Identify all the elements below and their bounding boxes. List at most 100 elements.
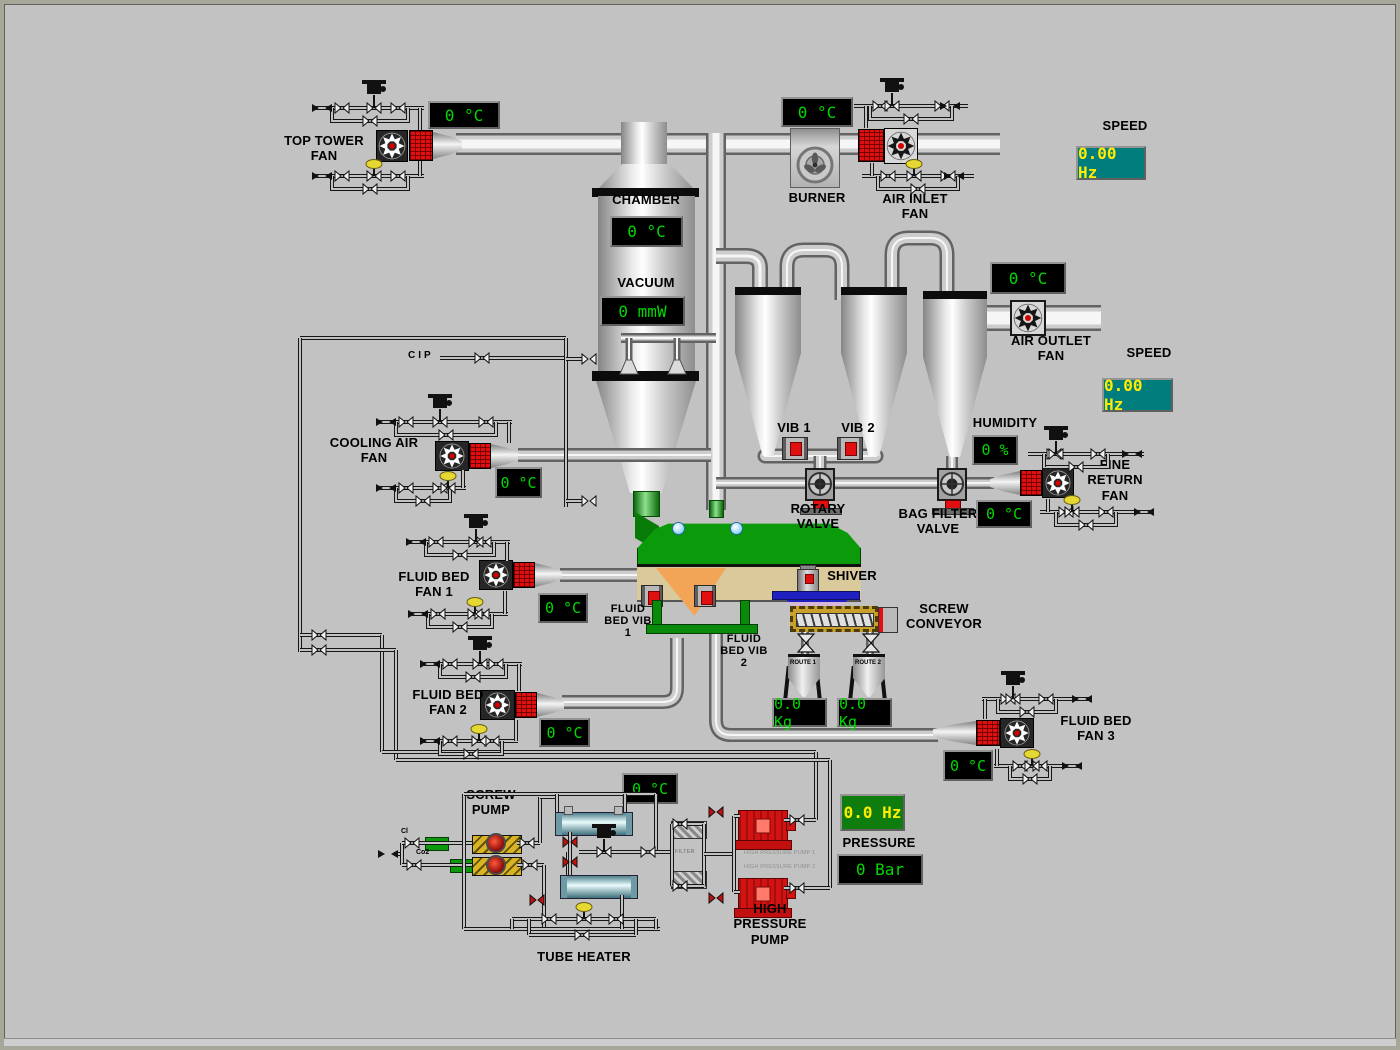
valve-icon[interactable] (440, 481, 456, 495)
valve-icon[interactable] (872, 99, 888, 113)
valve-icon[interactable] (529, 893, 545, 907)
motor-valve-icon[interactable] (464, 514, 488, 549)
valve-icon[interactable] (398, 481, 414, 495)
valve-icon[interactable] (1058, 505, 1074, 519)
valve-icon[interactable] (442, 734, 458, 748)
fluid-bed-fan-2-unit[interactable] (480, 690, 564, 720)
valve-icon[interactable] (406, 858, 422, 872)
vib-1-motor[interactable] (782, 437, 808, 460)
valve-icon[interactable] (1048, 447, 1064, 461)
valve-icon[interactable] (311, 643, 327, 657)
valve-icon[interactable] (474, 351, 490, 365)
globe-valve-icon[interactable] (1063, 495, 1081, 519)
valve-icon[interactable] (906, 169, 922, 183)
valve-icon[interactable] (432, 481, 448, 495)
screw-conveyor-motor[interactable] (878, 607, 898, 633)
valve-icon[interactable] (442, 657, 458, 671)
valve-icon[interactable] (398, 415, 414, 429)
air-inlet-fan-unit[interactable] (858, 128, 918, 164)
valve-icon[interactable] (366, 169, 382, 183)
valve-icon[interactable] (1022, 772, 1038, 786)
motor-valve-icon[interactable] (880, 78, 904, 113)
valve-icon[interactable] (471, 734, 487, 748)
valve-icon[interactable] (608, 912, 624, 926)
fluid-bed-vib-2-motor[interactable] (694, 585, 716, 607)
valve-icon[interactable] (467, 607, 483, 621)
valve-icon[interactable] (1000, 692, 1016, 706)
fine-return-fan-unit[interactable] (990, 468, 1074, 498)
valve-icon[interactable] (596, 845, 612, 859)
valve-icon[interactable] (884, 99, 900, 113)
air-outlet-fan-unit[interactable] (1010, 300, 1046, 336)
rotary-valve-device[interactable] (805, 468, 835, 501)
valve-icon[interactable] (488, 657, 504, 671)
valve-icon[interactable] (476, 535, 492, 549)
burner-device[interactable] (790, 128, 840, 188)
valve-icon[interactable] (708, 891, 724, 905)
valve-icon[interactable] (562, 855, 578, 869)
valve-icon[interactable] (334, 101, 350, 115)
valve-icon[interactable] (581, 352, 597, 366)
valve-icon[interactable] (311, 628, 327, 642)
valve-icon[interactable] (519, 836, 535, 850)
high-pressure-pump-2-device[interactable] (738, 878, 788, 910)
valve-icon[interactable] (581, 494, 597, 508)
valve-icon[interactable] (432, 415, 448, 429)
valve-icon[interactable] (438, 428, 454, 442)
valve-icon[interactable] (366, 101, 382, 115)
valve-icon[interactable] (362, 182, 378, 196)
valve-icon[interactable] (390, 169, 406, 183)
globe-valve-icon[interactable] (1023, 749, 1041, 773)
valve-icon[interactable] (1038, 692, 1054, 706)
globe-valve-icon[interactable] (470, 724, 488, 748)
valve-icon[interactable] (362, 114, 378, 128)
valve-icon[interactable] (1005, 692, 1021, 706)
valve-icon[interactable] (708, 805, 724, 819)
fluid-bed-fan-1-unit[interactable] (479, 560, 562, 590)
valve-icon[interactable] (428, 535, 444, 549)
valve-icon[interactable] (880, 169, 896, 183)
butterfly-valve-icon[interactable] (796, 633, 816, 653)
motor-valve-icon[interactable] (362, 80, 386, 115)
valve-icon[interactable] (468, 535, 484, 549)
valve-icon[interactable] (452, 620, 468, 634)
valve-icon[interactable] (1046, 447, 1062, 461)
motor-valve-icon[interactable] (428, 394, 452, 429)
cooling-air-fan-unit[interactable] (435, 441, 519, 471)
valve-icon[interactable] (452, 548, 468, 562)
valve-icon[interactable] (484, 734, 500, 748)
valve-icon[interactable] (478, 415, 494, 429)
fluid-bed-fan-3-unit[interactable] (933, 718, 1034, 748)
motor-valve-icon[interactable] (1044, 426, 1068, 461)
valve-icon[interactable] (1019, 705, 1035, 719)
valve-icon[interactable] (474, 607, 490, 621)
globe-valve-icon[interactable] (575, 902, 593, 926)
valve-icon[interactable] (541, 912, 557, 926)
tube-heater-cylinder-2[interactable] (560, 875, 638, 899)
valve-icon[interactable] (1024, 759, 1040, 773)
valve-icon[interactable] (465, 670, 481, 684)
valve-icon[interactable] (940, 169, 956, 183)
butterfly-valve-icon[interactable] (861, 633, 881, 653)
feed-valve-box-2[interactable] (450, 859, 474, 873)
valve-icon[interactable] (390, 101, 406, 115)
valve-icon[interactable] (415, 494, 431, 508)
valve-icon[interactable] (463, 747, 479, 761)
bag-filter-valve-device[interactable] (937, 468, 967, 501)
globe-valve-icon[interactable] (439, 471, 457, 495)
valve-icon[interactable] (1098, 505, 1114, 519)
vib-2-motor[interactable] (837, 437, 863, 460)
valve-icon[interactable] (404, 836, 420, 850)
motor-valve-icon[interactable] (468, 636, 492, 671)
valve-icon[interactable] (1078, 518, 1094, 532)
tube-heater-cylinder-1[interactable] (555, 812, 633, 836)
valve-icon[interactable] (562, 835, 578, 849)
top-tower-fan-unit[interactable] (376, 130, 462, 162)
valve-icon[interactable] (934, 99, 950, 113)
valve-icon[interactable] (334, 169, 350, 183)
valve-icon[interactable] (1012, 759, 1028, 773)
valve-icon[interactable] (1064, 505, 1080, 519)
globe-valve-icon[interactable] (466, 597, 484, 621)
valve-icon[interactable] (903, 112, 919, 126)
screw-conveyor-device[interactable] (790, 606, 878, 632)
